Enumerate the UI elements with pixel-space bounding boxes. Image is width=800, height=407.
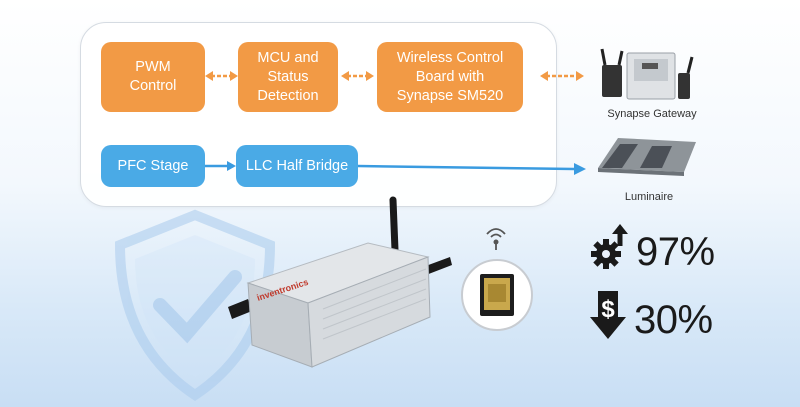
savings-value: 30% [634, 298, 713, 342]
led-driver-image: inventronics [228, 196, 452, 368]
efficiency-value: 97% [636, 230, 715, 274]
gateway-image [600, 48, 694, 100]
wireless-control-block: Wireless Control Board with Synapse SM52… [377, 42, 523, 112]
gear-up-arrow-icon [591, 224, 628, 269]
llc-half-bridge-block: LLC Half Bridge [236, 145, 358, 187]
gateway-label: Synapse Gateway [607, 108, 697, 120]
orange-double-arrow-3 [540, 71, 584, 81]
blue-arrow-pfc-llc [205, 161, 236, 171]
luminaire-image [598, 138, 696, 176]
pfc-stage-block: PFC Stage [101, 145, 205, 187]
svg-text:$: $ [601, 296, 615, 323]
dollar-down-arrow-icon: $ [590, 291, 626, 339]
pwm-control-block: PWM Control [101, 42, 205, 112]
sm520-module-image [461, 259, 533, 331]
orange-double-arrow-1 [205, 71, 238, 81]
orange-double-arrow-2 [341, 71, 374, 81]
blue-arrow-to-luminaire [357, 163, 586, 175]
mcu-status-block: MCU and Status Detection [238, 42, 338, 112]
luminaire-label: Luminaire [624, 191, 674, 203]
wireless-signal-icon [486, 228, 506, 250]
